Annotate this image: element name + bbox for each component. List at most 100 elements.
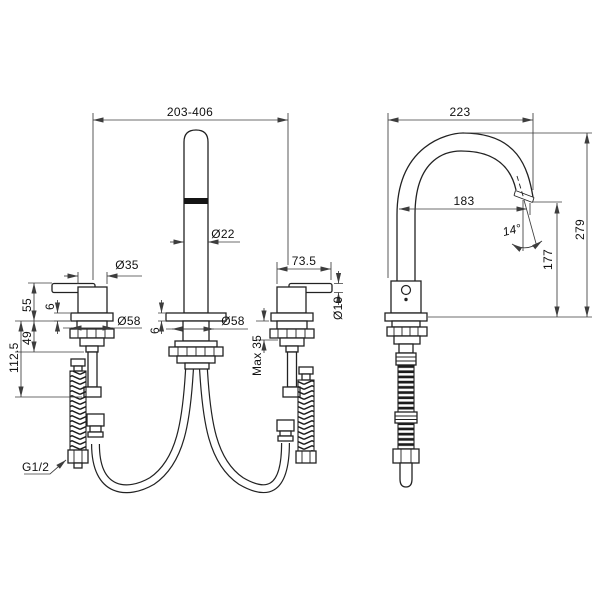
right-valve-outlet-pipe <box>286 351 298 388</box>
handle-length-ext <box>276 262 332 284</box>
right-valve-shank <box>276 320 308 330</box>
side-hose-collar <box>394 411 418 424</box>
left-valve-body <box>77 286 108 314</box>
left-hose-nut-body <box>86 413 105 427</box>
right-hose-nut-collar <box>279 430 292 437</box>
right-supply-nut-facets <box>301 451 311 463</box>
left-valve-pipe-fitting <box>83 386 102 398</box>
left-hose-nut <box>86 413 105 438</box>
spout-base-plate <box>165 312 227 322</box>
left-supply-hose-tail <box>73 462 83 469</box>
side-spout <box>396 132 535 281</box>
dim-handle-dia-label: Ø35 <box>115 258 139 272</box>
right-hose-nut <box>276 419 295 442</box>
max-deck-ext <box>256 320 278 341</box>
dim-center-base-dia-label: Ø58 <box>221 314 245 328</box>
left-supply-hose-neck <box>73 365 83 372</box>
right-hose-nut-body <box>276 419 295 432</box>
reach-ext-lines <box>387 113 534 278</box>
right-valve-base-plate <box>270 312 314 322</box>
dim-under-deck-label: 49 <box>20 331 34 345</box>
right-hose-nut-ring <box>277 435 294 442</box>
side-hex-facets <box>400 449 412 463</box>
spout-nut-lower <box>176 355 216 364</box>
spout-column <box>183 129 209 314</box>
side-hose-tip <box>399 462 413 488</box>
left-valve-lock-nut <box>69 328 115 339</box>
side-lock-nut <box>386 326 428 337</box>
left-supply-hose-thread-nut <box>67 449 89 464</box>
dim-left-base-dia-label: Ø58 <box>117 314 141 328</box>
dim-thread-label: G1/2 <box>22 460 49 474</box>
outlet-axis-centerline <box>516 175 525 200</box>
side-supply-hose <box>392 364 420 488</box>
side-hose-connector <box>395 352 417 366</box>
left-hose-nut-collar <box>89 425 102 433</box>
dim-handle-length-label: 73.5 <box>292 254 317 268</box>
side-dimensions: 223 183 14° 177 279 <box>387 105 592 318</box>
thread-leader-line <box>24 459 67 475</box>
right-valve-adapter <box>285 345 299 353</box>
side-view: 223 183 14° 177 279 <box>384 105 592 488</box>
dim-handle-height-label: 55 <box>20 298 34 312</box>
left-connection-hose <box>91 359 195 494</box>
right-supply-hose-neck <box>301 373 311 381</box>
spout-outlet-face <box>513 190 535 203</box>
left-valve-base-plate <box>70 312 114 322</box>
right-connection-hose-body <box>199 359 289 492</box>
side-base-plate <box>384 312 428 322</box>
right-valve-nut-serrations <box>277 329 306 338</box>
left-connection-hose-body <box>92 359 194 492</box>
right-valve-body <box>276 286 307 314</box>
spout-lock-nut-serrations <box>177 347 215 356</box>
body-button-hole <box>400 284 412 296</box>
side-shank <box>391 320 421 328</box>
side-body <box>384 280 428 366</box>
side-connector-rings <box>396 356 416 362</box>
right-supply-hose-thread-nut <box>295 450 317 464</box>
dim-overall-height-label: 279 <box>573 219 587 240</box>
dim-lever-dia-label: Ø10 <box>331 296 345 320</box>
left-valve-nut-lower <box>79 337 105 347</box>
right-supply-hose <box>295 366 317 464</box>
right-valve-nut-lower <box>279 337 305 347</box>
left-hose-nut-ring <box>87 431 104 438</box>
front-dimensions: 203-406 73.5 Ø35 Ø22 Ø10 Ø58 <box>7 105 345 475</box>
dim-under-total-label: 112.5 <box>7 342 21 373</box>
left-supply-nut-facets <box>73 450 83 463</box>
left-valve-adapter <box>85 345 99 353</box>
side-hose-ribs <box>397 364 415 450</box>
right-connection-hose <box>198 359 290 494</box>
front-view: 203-406 73.5 Ø35 Ø22 Ø10 Ø58 <box>7 105 345 494</box>
dim-outlet-height-label: 177 <box>541 249 555 270</box>
side-hose-collar-lines <box>395 415 417 420</box>
spout-joint-band <box>184 198 208 204</box>
left-supply-hose-cap <box>70 358 86 367</box>
spout-outer-curve <box>396 132 534 281</box>
dim-left-plate-label: 6 <box>43 303 57 310</box>
right-supply-hose-cap <box>298 366 314 375</box>
body-pin-hole <box>404 297 408 302</box>
dim-spout-dia-label: Ø22 <box>211 227 235 241</box>
dim-spread-label: 203-406 <box>167 105 213 119</box>
spout-hose-stub <box>184 362 210 370</box>
spout-shank <box>182 320 210 342</box>
side-hose-hex-nut <box>392 448 420 464</box>
left-supply-hose <box>67 358 89 469</box>
dim-overall-reach-label: 223 <box>450 105 471 119</box>
side-nut-lower <box>393 335 421 345</box>
side-nut-serrations <box>393 327 419 336</box>
right-valve-lock-nut <box>269 328 315 339</box>
right-supply-hose-braid <box>297 379 315 452</box>
dim-center-plate-label: 6 <box>148 327 162 334</box>
side-adapter <box>398 343 414 354</box>
dim-outlet-angle-label: 14° <box>501 221 523 239</box>
dim-outlet-reach-label: 183 <box>454 194 475 208</box>
dim-max-deck-label: Max 35 <box>250 335 264 376</box>
left-valve-outlet-pipe <box>87 351 98 388</box>
left-valve-nut-serrations <box>77 329 106 338</box>
spout-washer <box>174 340 218 348</box>
angle-axis-line <box>523 199 538 248</box>
